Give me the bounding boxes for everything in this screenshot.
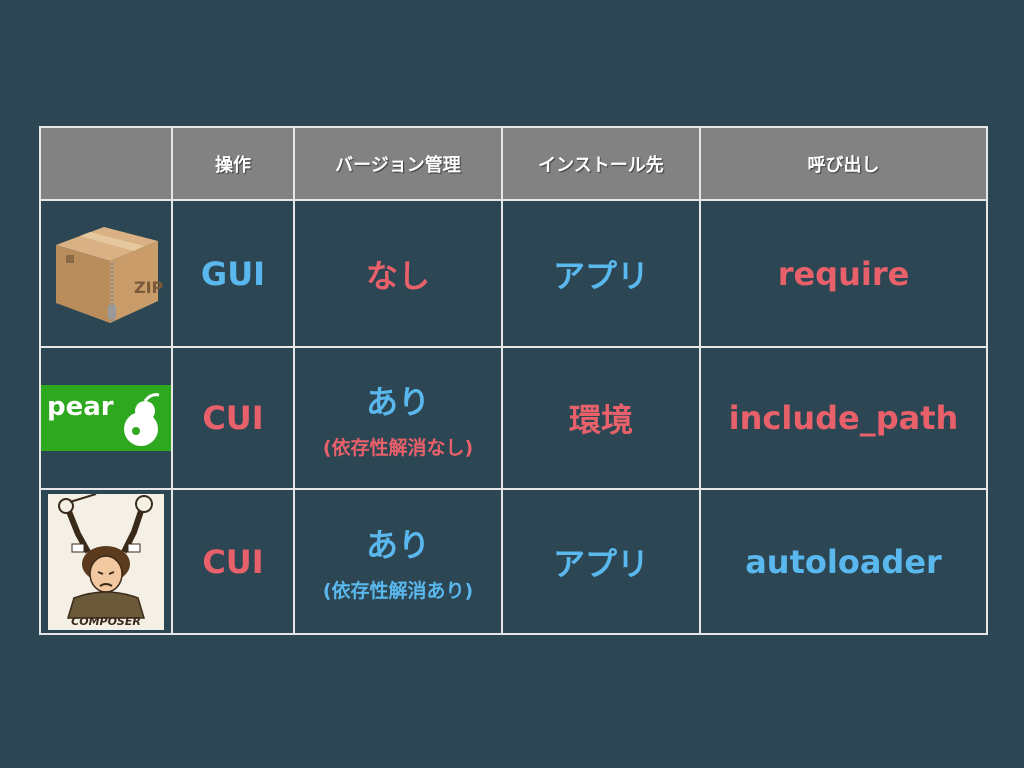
install-value: 環境 <box>568 401 633 439</box>
operation-cell: CUI <box>171 488 295 635</box>
header-invocation: 呼び出し <box>699 126 988 201</box>
composer-logo-icon: COMPOSER <box>48 493 164 630</box>
version-note: (依存性解消あり) <box>322 580 474 602</box>
comparison-table: 操作 バージョン管理 インストール先 呼び出し <box>39 126 988 635</box>
operation-value: CUI <box>202 542 264 581</box>
version-value: あり <box>365 382 430 421</box>
zip-logo-cell: ZIP <box>39 199 173 348</box>
pear-logo-icon: pear <box>41 385 171 451</box>
composer-logo-cell: COMPOSER <box>39 488 173 635</box>
install-value: アプリ <box>552 256 649 295</box>
zip-logo-label: ZIP <box>134 278 164 297</box>
pear-logo-cell: pear <box>39 346 173 490</box>
call-cell: include_path <box>699 346 988 490</box>
header-row: 操作 バージョン管理 インストール先 呼び出し <box>39 126 988 201</box>
operation-cell: CUI <box>171 346 295 490</box>
call-value: autoloader <box>745 542 942 581</box>
header-empty <box>39 126 173 201</box>
operation-cell: GUI <box>171 199 295 348</box>
operation-value: GUI <box>200 254 266 293</box>
call-value: include_path <box>728 399 959 437</box>
header-install-location: インストール先 <box>501 126 701 201</box>
version-cell: あり (依存性解消あり) <box>293 488 503 635</box>
table-row: pear CUI あり (依存性解消なし) 環境 <box>39 346 988 490</box>
version-cell: あり (依存性解消なし) <box>293 346 503 490</box>
install-value: アプリ <box>552 544 649 583</box>
call-value: require <box>777 254 910 293</box>
table-row: ZIP GUI なし アプリ require <box>39 199 988 348</box>
version-cell: なし <box>293 199 503 348</box>
operation-value: CUI <box>202 399 264 437</box>
table-row: COMPOSER CUI あり (依存性解消あり) アプリ autoloader <box>39 488 988 635</box>
pear-logo-label: pear <box>47 392 114 422</box>
version-note: (依存性解消なし) <box>322 436 474 459</box>
install-cell: アプリ <box>501 488 701 635</box>
install-cell: 環境 <box>501 346 701 490</box>
call-cell: autoloader <box>699 488 988 635</box>
version-value: あり <box>365 526 430 564</box>
header-operation: 操作 <box>171 126 295 201</box>
install-cell: アプリ <box>501 199 701 348</box>
header-version-control: バージョン管理 <box>293 126 503 201</box>
composer-logo-label: COMPOSER <box>71 615 141 628</box>
call-cell: require <box>699 199 988 348</box>
version-value: なし <box>365 256 430 295</box>
zip-box-icon: ZIP <box>56 226 164 323</box>
